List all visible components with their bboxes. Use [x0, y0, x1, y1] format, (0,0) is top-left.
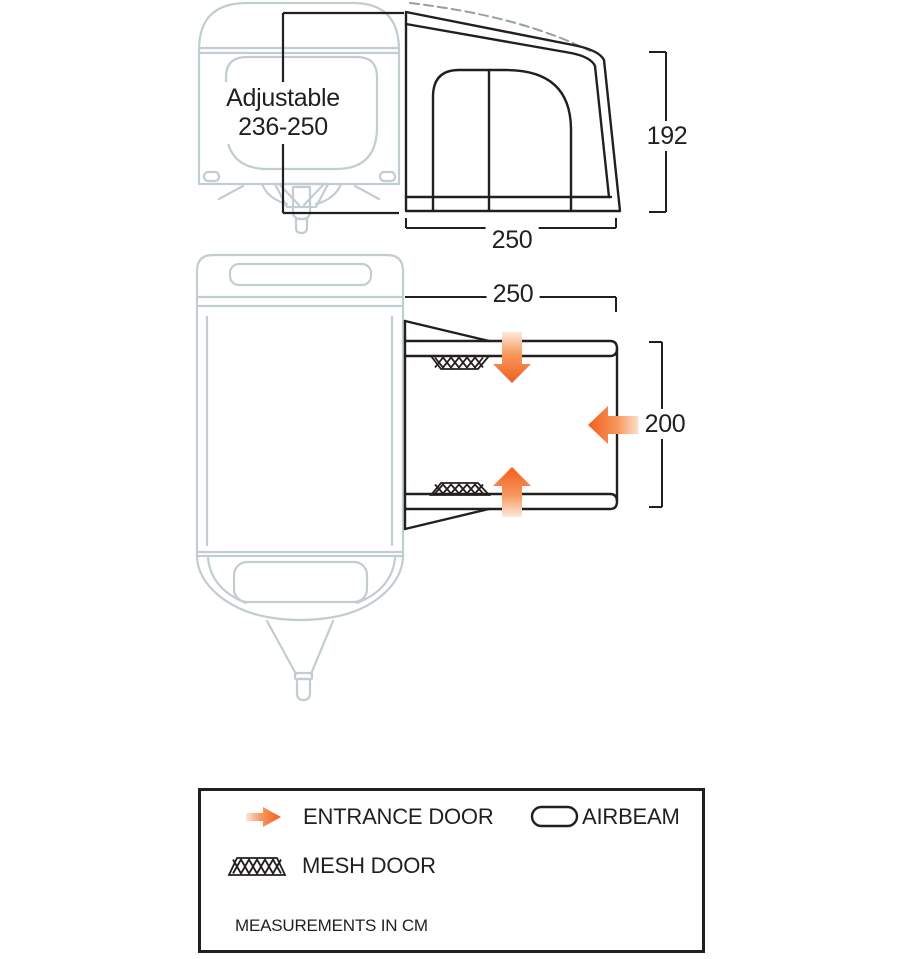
- entrance-arrow-up-icon: [493, 467, 531, 517]
- adjustable-height-label-line1: Adjustable: [226, 84, 340, 112]
- awning-roofline-adjustable-dashed: [409, 2, 591, 52]
- mesh-door-top-icon: [429, 355, 491, 370]
- mesh-door-bottom-icon: [429, 482, 492, 496]
- awning-side-door: [431, 68, 573, 213]
- plan-depth-dimension-label: 200: [638, 409, 692, 439]
- legend-measurements-note: MEASUREMENTS IN CM: [235, 916, 428, 935]
- caravan-plan-rear-window: [228, 262, 373, 287]
- caravan-front-window: [224, 55, 379, 171]
- caravan-plan-drawbar: [265, 619, 335, 702]
- entrance-arrow-down-icon: [493, 332, 531, 383]
- caravan-plan-body: [195, 253, 405, 622]
- awning-side-inner-roof: [404, 22, 611, 199]
- legend-entrance-door-arrow-icon: [246, 807, 281, 827]
- awning-side-view: [404, 2, 622, 213]
- legend-airbeam-icon: [530, 805, 579, 828]
- caravan-plan-front-window: [232, 560, 369, 604]
- caravan-plan-corner-curves: [206, 556, 397, 605]
- caravan-hitch: [260, 182, 343, 235]
- side-height-dimension-label: 192: [640, 121, 694, 151]
- caravan-plan-view: [195, 253, 405, 702]
- awning-plan-view: [403, 319, 619, 531]
- caravan-plan-front-seam: [195, 550, 405, 558]
- caravan-front-roof-seam: [197, 46, 401, 55]
- caravan-corner-steadies: [217, 184, 381, 201]
- plan-width-dimension-label: 250: [486, 279, 540, 309]
- adjustable-height-label: Adjustable 236-250: [220, 82, 346, 144]
- caravan-plan-rear-seam: [195, 295, 405, 308]
- caravan-plan-side-lines: [205, 315, 394, 547]
- adjustable-height-label-line2: 236-250: [238, 113, 328, 141]
- entrance-arrow-left-icon: [588, 406, 641, 444]
- caravan-front-marker-light-left: [202, 170, 221, 183]
- awning-plan-side-panels: [403, 319, 491, 531]
- legend-mesh-door-icon: [227, 857, 287, 876]
- caravan-front-body: [197, 1, 401, 186]
- awning-side-outer: [404, 10, 622, 213]
- legend-box: [198, 788, 705, 953]
- legend-airbeam-label: AIRBEAM: [582, 804, 680, 829]
- caravan-front-marker-light-right: [378, 170, 397, 183]
- legend-entrance-door-label: ENTRANCE DOOR: [303, 804, 494, 829]
- legend-mesh-door-label: MESH DOOR: [302, 853, 436, 878]
- side-width-dimension-label: 250: [485, 225, 539, 255]
